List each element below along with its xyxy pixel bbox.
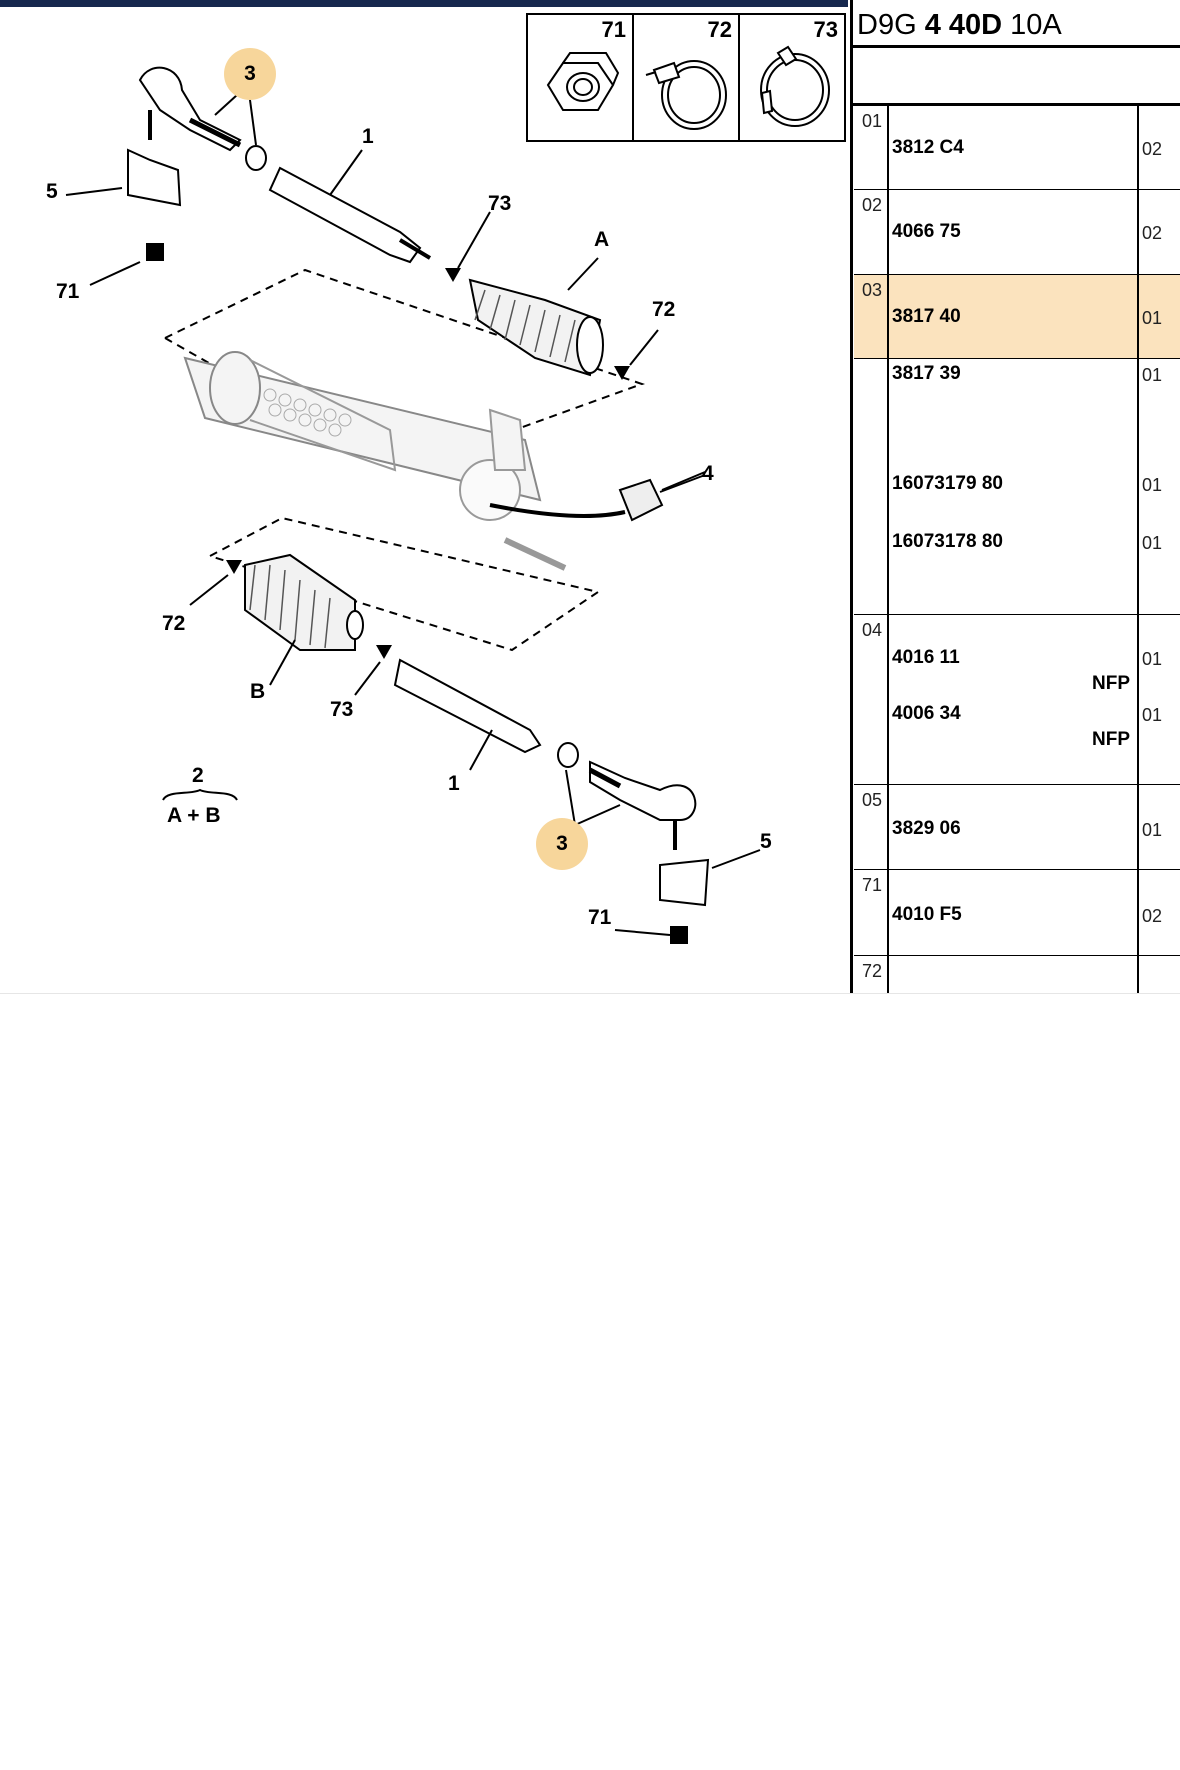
dashed-outline-top	[164, 268, 646, 429]
image-bottom-edge	[0, 993, 1180, 994]
vehicle-code-header: D9G 4 40D 10A	[857, 9, 1062, 41]
callout-2: 2	[192, 764, 204, 787]
part-4-nut	[618, 478, 664, 522]
steering-rack-diagram: 3 1 5 73 A 71 72 4 72 B 73 2 A + B 1 3 5…	[0, 0, 848, 993]
panel-left-border	[850, 0, 853, 993]
callout-1-top: 1	[362, 125, 374, 148]
rack-housing	[183, 356, 542, 502]
callout-71-bottom: 71	[588, 906, 612, 929]
column-line-2	[1137, 105, 1139, 993]
parts-row-group[interactable]: 3817 39 01 16073179 80 01 16073178 80 01	[892, 363, 1163, 553]
callout-72-bottom: 72	[162, 612, 186, 635]
brace-2	[162, 788, 238, 801]
callout-5-bottom: 5	[760, 830, 772, 853]
parts-row[interactable]: 02 4066 75 02	[862, 195, 1163, 243]
tie-rod-top	[268, 166, 422, 264]
callout-3-top: 3	[224, 48, 276, 100]
callout-a: A	[594, 228, 610, 251]
callout-3-bottom: 3	[536, 818, 588, 870]
top-bar	[0, 0, 848, 7]
thumbnail-73: 73	[740, 15, 844, 140]
parts-row-partial[interactable]: 72	[862, 961, 883, 981]
callout-72-top: 72	[652, 298, 676, 321]
marker-71-bottom	[670, 926, 688, 944]
parts-row[interactable]: 01 3812 C4 02	[862, 111, 1163, 159]
marker-73-bottom	[376, 645, 392, 659]
callout-71-top: 71	[56, 280, 80, 303]
boot-b	[244, 553, 356, 651]
parts-row[interactable]: 05 3829 06 01	[862, 790, 1163, 840]
tie-rod-end-bottom	[589, 760, 697, 821]
column-line-1	[887, 105, 889, 993]
callout-73-bottom: 73	[330, 698, 354, 721]
tie-rod-bottom	[393, 658, 542, 754]
callout-73-top: 73	[488, 192, 512, 215]
callout-1-bottom: 1	[448, 772, 460, 795]
hose-clamp-icon	[645, 60, 727, 130]
callout-5-top: 5	[46, 180, 58, 203]
callout-4: 4	[702, 462, 714, 485]
callout-b: B	[250, 680, 266, 703]
callout-a-plus-b: A + B	[167, 804, 221, 827]
marker-72-top	[614, 366, 630, 380]
band-clamp-icon	[760, 45, 830, 127]
parts-row[interactable]: 04 4016 11 01 NFP 4006 34 01 NFP	[862, 620, 1163, 750]
parts-row-highlighted[interactable]: 03 3817 40 01	[862, 280, 1163, 328]
marker-71-top	[146, 243, 164, 261]
thumbnail-71: 71	[528, 15, 634, 140]
marker-73-top	[445, 268, 461, 282]
header-rule-1	[851, 45, 1180, 48]
tie-rod-end-top	[138, 66, 242, 152]
header-rule-2	[851, 103, 1180, 106]
thumbnail-72: 72	[634, 15, 740, 140]
accessory-thumbnails: 71 72 73	[526, 13, 846, 142]
parts-row[interactable]: 71 4010 F5 02	[862, 875, 1163, 926]
lock-nut-icon	[546, 52, 620, 111]
exploded-view-drawing	[65, 66, 761, 944]
marker-72-bottom	[226, 560, 242, 574]
